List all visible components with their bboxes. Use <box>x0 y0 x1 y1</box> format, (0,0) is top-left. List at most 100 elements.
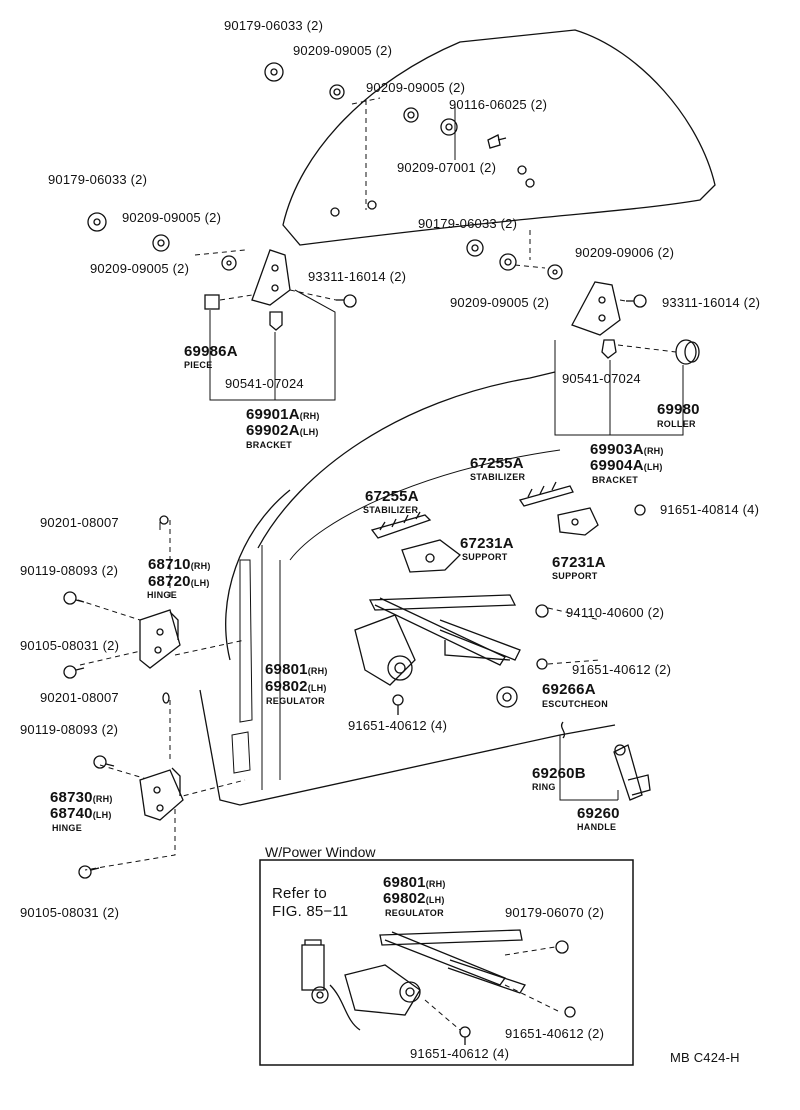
part-label: 67231A <box>460 535 514 552</box>
part-label: 90209-09006 (2) <box>575 245 675 260</box>
bolt-icon <box>459 1026 471 1045</box>
part-label: 67255A <box>470 455 524 472</box>
part-label: 90209-09005 (2) <box>366 80 466 95</box>
part-label: 69801(RH) <box>265 661 328 678</box>
part-name: ROLLER <box>657 419 696 429</box>
part-label: 94110-40600 (2) <box>566 605 665 620</box>
nut-icon <box>555 940 569 954</box>
part-name: SUPPORT <box>462 552 508 562</box>
power-window-box <box>259 859 634 1066</box>
support-icon <box>401 539 461 573</box>
motor-icon <box>301 939 361 1031</box>
part-label: 69903A(RH) <box>590 441 664 458</box>
bolt-icon <box>487 134 507 149</box>
part-label: 68720(LH) <box>148 573 210 590</box>
washer-icon <box>496 686 518 708</box>
bracket-icon <box>571 281 621 336</box>
part-label: 90105-08031 (2) <box>20 905 120 920</box>
washer-icon <box>499 253 517 271</box>
part-name: HANDLE <box>577 822 617 832</box>
regulator-icon <box>354 594 521 686</box>
bolt-icon <box>93 755 115 769</box>
bolt-icon <box>564 1006 576 1018</box>
washer-icon <box>403 107 419 123</box>
part-label: 90179-06033 (2) <box>48 172 148 187</box>
part-label: 90209-09005 (2) <box>122 210 222 225</box>
part-label: 90201-08007 <box>40 690 119 705</box>
bolt-icon <box>392 694 404 715</box>
part-label: 69801(RH) <box>383 874 446 891</box>
part-label: 90179-06033 (2) <box>224 18 324 33</box>
bolt-icon <box>626 294 647 308</box>
handle-icon <box>613 744 651 801</box>
part-label: 69904A(LH) <box>590 457 663 474</box>
part-label: 93311-16014 (2) <box>662 295 761 310</box>
hinge-icon <box>139 767 184 821</box>
part-label: 68710(RH) <box>148 556 211 573</box>
part-name: STABILIZER <box>470 472 526 482</box>
part-label: 90116-06025 (2) <box>449 97 548 112</box>
bolt-icon <box>536 658 548 670</box>
part-label: 90179-06033 (2) <box>418 216 518 231</box>
diagram-code: MB C424-H <box>670 1050 740 1065</box>
bracket-icon <box>251 249 291 306</box>
part-label: 69260 <box>577 805 620 822</box>
part-label: 90119-08093 (2) <box>20 722 119 737</box>
part-label: 67231A <box>552 554 606 571</box>
part-label: 69260B <box>532 765 586 782</box>
washer-icon <box>264 62 284 82</box>
part-label: 68730(RH) <box>50 789 113 806</box>
stabilizer-icon <box>370 511 432 539</box>
bolt-icon <box>634 504 646 516</box>
part-label: 69802(LH) <box>265 678 327 695</box>
part-label: 90209-09005 (2) <box>90 261 190 276</box>
part-name: REGULATOR <box>385 908 444 918</box>
part-name: BRACKET <box>592 475 639 485</box>
washer-icon <box>547 264 563 280</box>
part-label: 67255A <box>365 488 419 505</box>
part-label: 90119-08093 (2) <box>20 563 119 578</box>
hinge-icon <box>139 609 181 669</box>
part-label: 90541-07024 <box>562 371 641 386</box>
part-name: STABILIZER <box>363 505 419 515</box>
part-name: REGULATOR <box>266 696 325 706</box>
part-label: 91651-40612 (2) <box>505 1026 605 1041</box>
bolt-icon <box>63 591 85 605</box>
part-label: 69266A <box>542 681 596 698</box>
part-label: 69902A(LH) <box>246 422 319 439</box>
part-label: 69986A <box>184 343 238 360</box>
nut-icon <box>162 692 170 704</box>
part-label: 90105-08031 (2) <box>20 638 120 653</box>
part-label: 90541-07024 <box>225 376 304 391</box>
part-label: 91651-40612 (2) <box>572 662 672 677</box>
regulator-icon <box>344 929 526 1016</box>
refer-text: Refer to <box>272 885 327 902</box>
part-label: 69901A(RH) <box>246 406 320 423</box>
part-label: 90209-07001 (2) <box>397 160 497 175</box>
part-name: HINGE <box>52 823 83 833</box>
bolt-icon <box>78 865 100 879</box>
part-name: RING <box>532 782 556 792</box>
part-label: 69802(LH) <box>383 890 445 907</box>
part-label: 69980 <box>657 401 700 418</box>
washer-icon <box>152 234 170 252</box>
refer-text: FIG. 85−11 <box>272 903 349 920</box>
bolt-icon <box>336 294 357 308</box>
washer-icon <box>221 255 237 271</box>
nut-icon <box>159 515 169 525</box>
washer-icon <box>440 118 458 136</box>
part-label: 91651-40612 (4) <box>410 1046 510 1061</box>
part-label: 90201-08007 <box>40 515 119 530</box>
washer-icon <box>87 212 107 232</box>
washer-icon <box>329 84 345 100</box>
stabilizer-icon <box>518 481 574 507</box>
part-label: 90179-06070 (2) <box>505 905 605 920</box>
part-label: 90209-09005 (2) <box>450 295 550 310</box>
washer-icon <box>466 239 484 257</box>
bolt-icon <box>63 665 85 679</box>
part-label: 68740(LH) <box>50 805 112 822</box>
part-name: HINGE <box>147 590 178 600</box>
door-outline <box>199 371 616 806</box>
power-window-title: W/Power Window <box>265 844 376 860</box>
